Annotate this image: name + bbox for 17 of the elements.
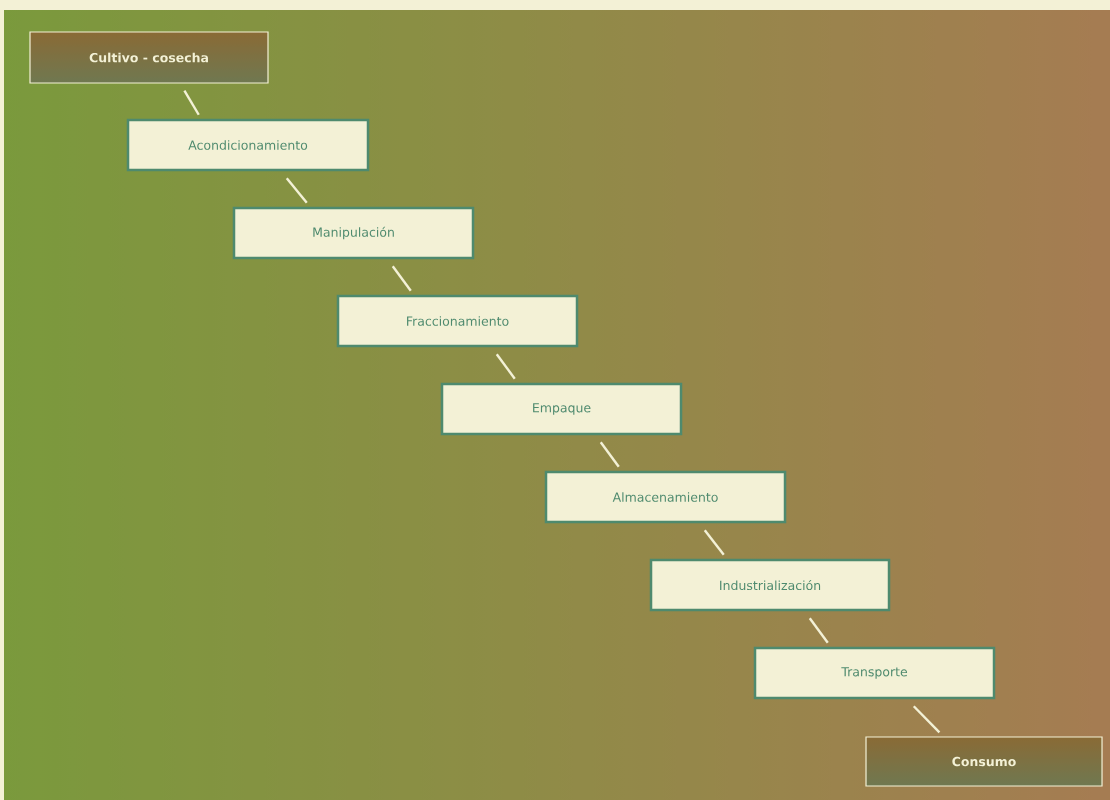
process-box: Fraccionamiento [336, 294, 579, 348]
connector-line [703, 529, 725, 556]
terminal-box: Consumo [865, 736, 1103, 787]
process-box: Acondicionamiento [126, 118, 370, 172]
connector-line [391, 265, 412, 292]
process-box: Almacenamiento [544, 470, 787, 524]
connector-line [808, 617, 829, 644]
connector-line [912, 705, 941, 734]
process-box: Manipulación [232, 206, 475, 260]
process-box: Industrialización [649, 558, 891, 612]
connector-line [285, 177, 308, 204]
process-box: Transporte [753, 646, 996, 700]
connector-line [599, 441, 620, 468]
connector-line [495, 353, 516, 380]
terminal-box: Cultivo - cosecha [29, 31, 269, 84]
connector-line [183, 90, 200, 116]
process-box: Empaque [440, 382, 683, 436]
